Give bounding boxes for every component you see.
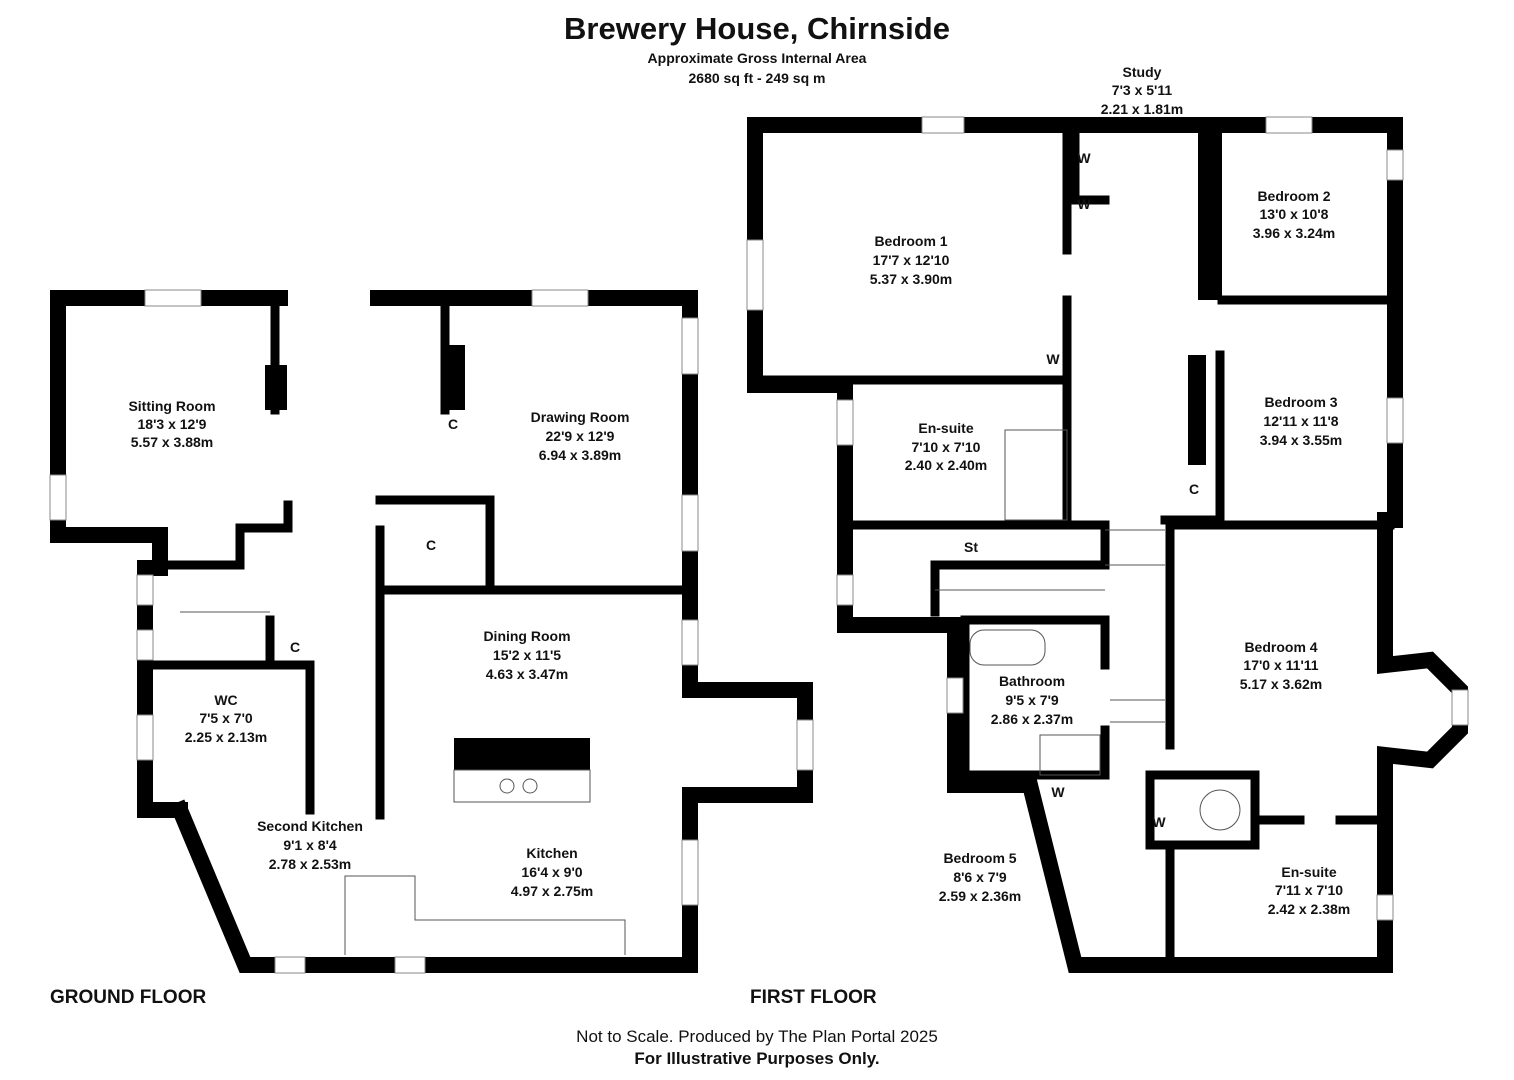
ground-floor-label: GROUND FLOOR — [50, 987, 206, 1008]
first-floor-walls — [747, 117, 1468, 973]
room-bedroom-5: Bedroom 5 8'6 x 7'9 2.59 x 2.36m — [939, 850, 1022, 904]
room-size-metric: 4.63 x 3.47m — [486, 666, 569, 682]
room-size-metric: 2.78 x 2.53m — [269, 856, 352, 872]
room-dining-room: Dining Room 15'2 x 11'5 4.63 x 3.47m — [483, 628, 570, 682]
room-size-metric: 2.86 x 2.37m — [991, 711, 1074, 727]
room-size-metric: 4.97 x 2.75m — [511, 883, 594, 899]
room-size-metric: 5.37 x 3.90m — [870, 271, 953, 287]
room-second-kitchen: Second Kitchen 9'1 x 8'4 2.78 x 2.53m — [257, 818, 363, 872]
room-name: Bathroom — [999, 673, 1065, 689]
room-size-imperial: 22'9 x 12'9 — [546, 428, 615, 444]
store-label: St — [964, 539, 978, 555]
room-size-imperial: 17'0 x 11'11 — [1243, 657, 1318, 673]
room-size-metric: 2.42 x 2.38m — [1268, 901, 1351, 917]
first-floor-label: FIRST FLOOR — [750, 987, 877, 1008]
room-size-metric: 5.57 x 3.88m — [131, 434, 214, 450]
illustrative-notice: For Illustrative Purposes Only. — [634, 1049, 879, 1068]
room-size-imperial: 9'5 x 7'9 — [1005, 692, 1059, 708]
cupboard-label: C — [290, 639, 300, 655]
room-size-imperial: 9'1 x 8'4 — [283, 837, 337, 853]
room-wc: WC 7'5 x 7'0 2.25 x 2.13m — [185, 692, 268, 745]
room-name: Bedroom 5 — [943, 850, 1016, 866]
room-name: Second Kitchen — [257, 818, 363, 834]
room-name: Bedroom 1 — [874, 233, 947, 249]
area-caption: Approximate Gross Internal Area — [648, 50, 867, 66]
disclaimer-line: Not to Scale. Produced by The Plan Porta… — [576, 1027, 938, 1046]
room-en-suite-1: En-suite 7'10 x 7'10 2.40 x 2.40m — [905, 420, 988, 473]
cupboard-label: C — [1189, 481, 1199, 497]
room-size-imperial: 7'5 x 7'0 — [199, 710, 253, 726]
room-size-metric: 5.17 x 3.62m — [1240, 676, 1323, 692]
cupboard-label: C — [448, 416, 458, 432]
room-size-metric: 3.94 x 3.55m — [1260, 432, 1343, 448]
room-name: Drawing Room — [531, 409, 630, 425]
room-size-metric: 2.59 x 2.36m — [939, 888, 1022, 904]
ground-floor-walls — [50, 290, 813, 973]
area-value: 2680 sq ft - 249 sq m — [689, 70, 826, 86]
room-size-imperial: 7'10 x 7'10 — [912, 439, 981, 455]
cupboard-label: C — [426, 537, 436, 553]
room-size-imperial: 17'7 x 12'10 — [873, 252, 950, 268]
wardrobe-label: W — [1152, 814, 1166, 830]
room-size-metric: 6.94 x 3.89m — [539, 447, 622, 463]
wardrobe-label: W — [1077, 150, 1091, 166]
room-size-imperial: 7'11 x 7'10 — [1275, 882, 1343, 898]
wardrobe-label: W — [1077, 196, 1091, 212]
room-name: Kitchen — [526, 845, 577, 861]
room-size-imperial: 13'0 x 10'8 — [1260, 206, 1329, 222]
room-bathroom: Bathroom 9'5 x 7'9 2.86 x 2.37m — [991, 673, 1074, 727]
room-sitting-room: Sitting Room 18'3 x 12'9 5.57 x 3.88m — [128, 398, 215, 450]
room-drawing-room: Drawing Room 22'9 x 12'9 6.94 x 3.89m — [531, 409, 630, 463]
room-name: Sitting Room — [128, 398, 215, 414]
room-name: Bedroom 3 — [1264, 394, 1337, 410]
first-floor-windows — [746, 116, 1469, 921]
room-size-imperial: 18'3 x 12'9 — [138, 416, 207, 432]
room-size-imperial: 15'2 x 11'5 — [493, 647, 561, 663]
room-name: En-suite — [1281, 864, 1336, 880]
room-name: WC — [214, 692, 237, 708]
room-kitchen: Kitchen 16'4 x 9'0 4.97 x 2.75m — [511, 845, 594, 899]
ground-floor-windows — [49, 289, 814, 974]
room-name: Bedroom 2 — [1257, 188, 1330, 204]
room-name: Study — [1123, 64, 1162, 80]
wardrobe-label: W — [1051, 784, 1065, 800]
room-name: Dining Room — [483, 628, 570, 644]
room-bedroom-4: Bedroom 4 17'0 x 11'11 5.17 x 3.62m — [1240, 639, 1323, 692]
room-size-imperial: 8'6 x 7'9 — [953, 869, 1007, 885]
plan-title: Brewery House, Chirnside — [564, 11, 950, 46]
wardrobe-label: W — [1046, 351, 1060, 367]
room-size-imperial: 12'11 x 11'8 — [1263, 413, 1338, 429]
room-bedroom-2: Bedroom 2 13'0 x 10'8 3.96 x 3.24m — [1253, 188, 1336, 241]
room-size-imperial: 16'4 x 9'0 — [521, 864, 582, 880]
room-size-metric: 3.96 x 3.24m — [1253, 225, 1336, 241]
room-size-metric: 2.40 x 2.40m — [905, 457, 988, 473]
room-bedroom-3: Bedroom 3 12'11 x 11'8 3.94 x 3.55m — [1260, 394, 1343, 448]
room-en-suite-2: En-suite 7'11 x 7'10 2.42 x 2.38m — [1268, 864, 1351, 917]
room-size-imperial: 7'3 x 5'11 — [1112, 82, 1173, 98]
room-bedroom-1: Bedroom 1 17'7 x 12'10 5.37 x 3.90m — [870, 233, 953, 287]
room-size-metric: 2.25 x 2.13m — [185, 729, 268, 745]
room-name: Bedroom 4 — [1244, 639, 1317, 655]
room-name: En-suite — [918, 420, 973, 436]
room-size-metric: 2.21 x 1.81m — [1101, 101, 1184, 117]
room-study: Study 7'3 x 5'11 2.21 x 1.81m — [1101, 64, 1184, 117]
